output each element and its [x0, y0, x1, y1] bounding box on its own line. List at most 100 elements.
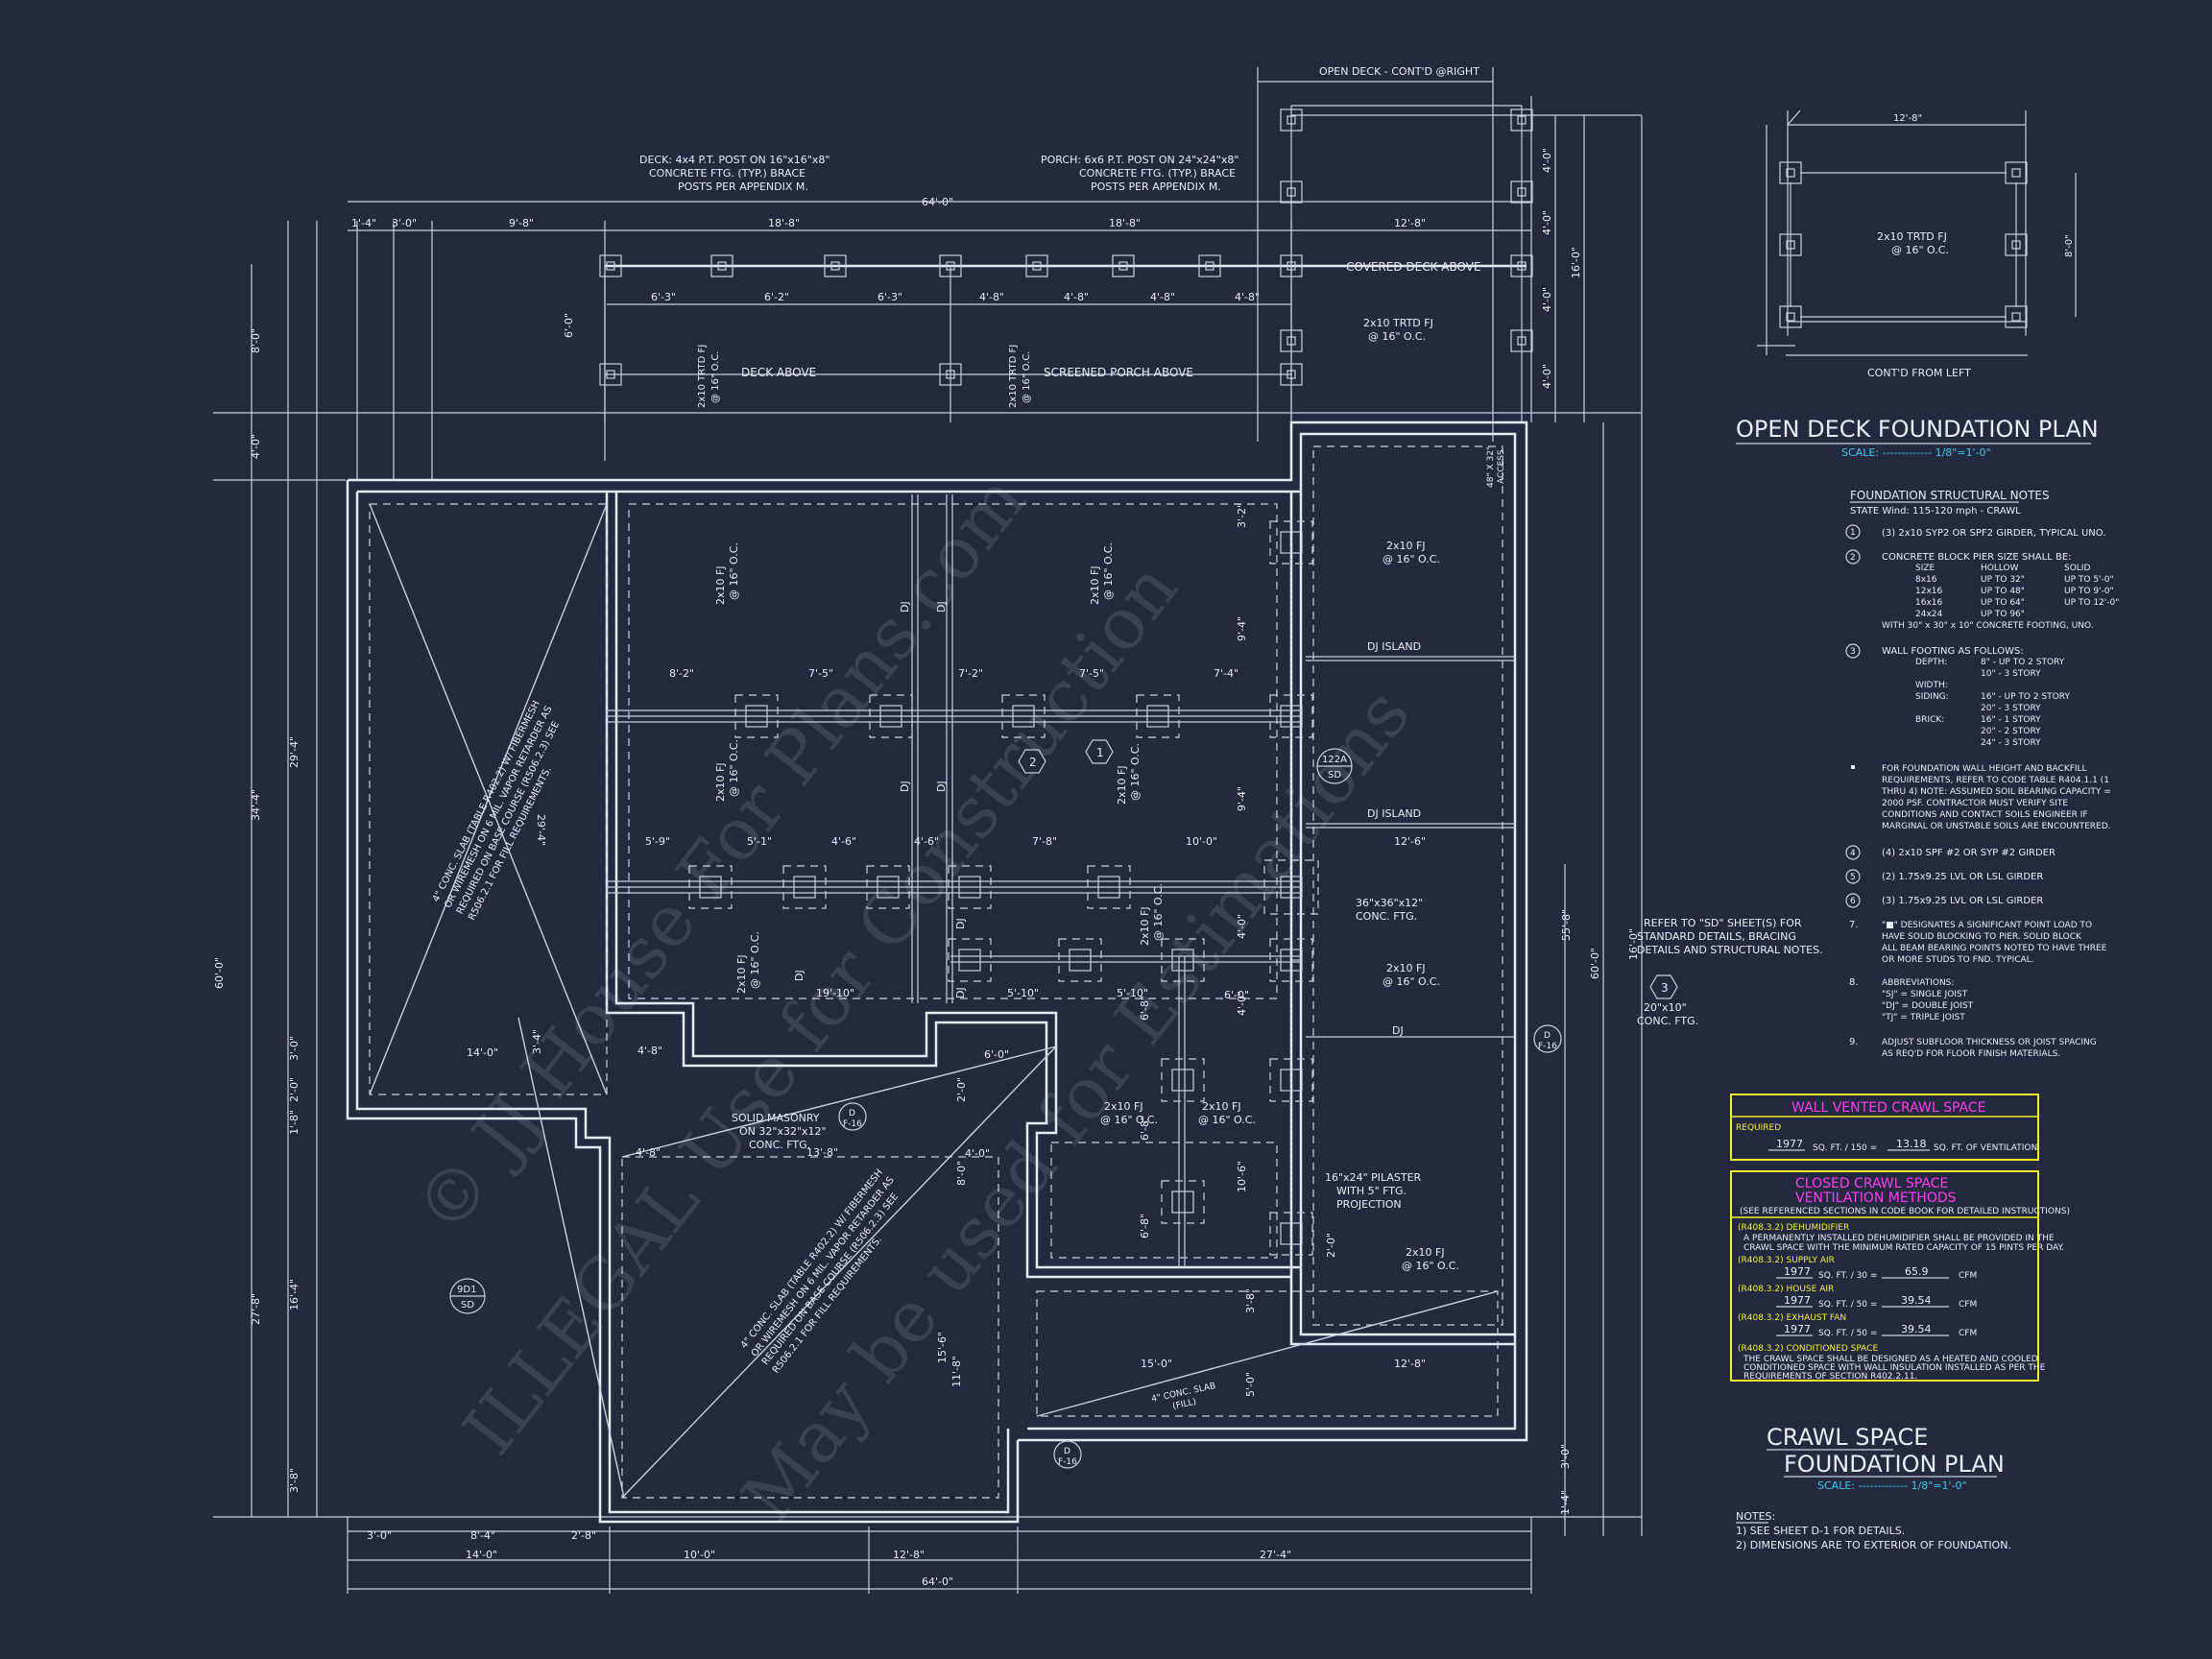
note-4-num: 4 — [1850, 849, 1856, 858]
note-6: 6 (3) 1.75x9.25 LVL OR LSL GIRDER — [1845, 893, 2043, 908]
fj-label-7b: @ 16" O.C. — [1382, 553, 1440, 565]
fj-label-3b: @ 16" O.C. — [728, 739, 740, 797]
detail-d-right-text: D — [1544, 1031, 1551, 1041]
open-deck-scale: SCALE: ------------- 1/8"=1'-0" — [1841, 446, 1991, 459]
pier-row-1-hollow: UP TO 48" — [1981, 587, 2025, 596]
deck-joist-2: @ 16" O.C. — [710, 351, 721, 404]
section-122a-text: 122A — [1322, 755, 1347, 765]
solid-masonry-1: SOLID MASONRY — [732, 1112, 820, 1124]
fj-label-6b: @ 16" O.C. — [1152, 883, 1165, 941]
dim-int-24: 19'-10" — [816, 987, 854, 999]
dim-right-2: 16'-0" — [1627, 928, 1640, 960]
dim-bottom-overall: 64'-0" — [922, 1575, 953, 1588]
closed-crawl-box: CLOSED CRAWL SPACE VENTILATION METHODS (… — [1730, 1170, 2070, 1382]
fj-label-10a: 2x10 FJ — [1202, 1100, 1241, 1113]
section-callout-122a: 122A SD — [1316, 748, 1353, 784]
dim-right-top-2: 4'-0" — [1541, 287, 1553, 312]
m2-cfm: CFM — [1959, 1271, 1977, 1281]
fj-label-4b: @ 16" O.C. — [1129, 743, 1142, 801]
dim-int-12: 5'-0" — [1244, 1372, 1257, 1397]
porch-joist-1: 2x10 TRTD FJ — [1008, 345, 1019, 408]
dim-int-26: 5'-10" — [1117, 987, 1148, 999]
dim-int-19: 4'-8" — [637, 1045, 662, 1057]
porch-post-note-3: POSTS PER APPENDIX M. — [1091, 180, 1221, 193]
dim-left-4: 60'-0" — [213, 957, 226, 989]
pilaster-3: PROJECTION — [1336, 1198, 1402, 1211]
fj-label-11b: @ 16" O.C. — [1402, 1260, 1459, 1272]
depth-val-1: 8" - UP TO 2 STORY — [1981, 658, 2065, 667]
open-deck-contd-left: CONT'D FROM LEFT — [1867, 367, 1971, 379]
pilaster-2: WITH 5" FTG. — [1336, 1185, 1407, 1197]
dim-int-6: 6'-8" — [1139, 996, 1151, 1021]
dim-top-2: 9'-8" — [509, 217, 534, 229]
porch-post-note-2: CONCRETE FTG. (TYP.) BRACE — [1079, 167, 1236, 180]
fj-label-2a: 2x10 FJ — [1089, 565, 1101, 605]
m4-val: 39.54 — [1901, 1323, 1932, 1335]
detail-callout-d-right: D F-16 — [1533, 1024, 1562, 1053]
detail-f16-mid-text: F-16 — [843, 1119, 862, 1129]
dim-int-9: 10'-6" — [1236, 1161, 1248, 1192]
note-8-text: ABBREVIATIONS: — [1882, 978, 1954, 988]
dim-int-11: 3'-8" — [1244, 1288, 1257, 1313]
section-sd-text: SD — [1328, 770, 1341, 781]
dim-int-25: 5'-10" — [1007, 987, 1039, 999]
dim-beam2-2: 4'-6" — [831, 835, 856, 848]
dim-bottom2-1: 10'-0" — [684, 1549, 715, 1561]
m2-val: 65.9 — [1905, 1265, 1929, 1278]
refer-sd-2: STANDARD DETAILS, BRACING — [1637, 930, 1796, 943]
note-bullet: FOR FOUNDATION WALL HEIGHT AND BACKFILL … — [1851, 764, 2111, 831]
pier-head-solid: SOLID — [2064, 564, 2090, 573]
dim-left-6: 2'-0" — [288, 1077, 301, 1102]
note-7-line-4: OR MORE STUDS TO FND. TYPICAL. — [1882, 955, 2034, 965]
note-5: 5 (2) 1.75x9.25 LVL OR LSL GIRDER — [1845, 869, 2043, 884]
dim-right-1: 55'-8" — [1560, 909, 1573, 941]
dj-label-4: DJ — [935, 781, 948, 792]
ftg-36-1: 36"x36"x12" — [1356, 897, 1423, 909]
dim-int-10: 2'-0" — [1325, 1233, 1337, 1258]
dim-beam2-4: 7'-8" — [1032, 835, 1057, 848]
siding-val-1: 16" - UP TO 2 STORY — [1981, 692, 2070, 702]
dim-left-10: 3'-8" — [288, 1468, 301, 1493]
wall-vented-title: WALL VENTED CRAWL SPACE — [1791, 1100, 1985, 1116]
abbr-2: "DJ" = DOUBLE JOIST — [1882, 1001, 1974, 1011]
fj-label-2b: @ 16" O.C. — [1102, 542, 1115, 600]
dim-right-top-1: 4'-0" — [1541, 210, 1553, 235]
dj-label-2: DJ — [935, 601, 948, 613]
access-1: 48" X 32" — [1486, 446, 1496, 488]
abbr-3: "TJ" = TRIPLE JOIST — [1882, 1013, 1965, 1022]
dim-left-1: 4'-0" — [250, 434, 262, 459]
dim-int-28: 12'-8" — [1394, 1358, 1426, 1370]
callout-2: 2 — [1018, 749, 1046, 774]
bullet-note-3: THRU 4) NOTE: ASSUMED SOIL BEARING CAPAC… — [1881, 787, 2111, 797]
note-6-num: 6 — [1850, 897, 1856, 906]
dim-int-5: 6'-0" — [1224, 989, 1249, 1001]
note-7-line-2: HAVE SOLID BLOCKING TO PIER. SOLID BLOCK — [1882, 932, 2082, 942]
crawl-space-title: CRAWL SPACE FOUNDATION PLAN SCALE: -----… — [1767, 1424, 2005, 1492]
fj-label-1a: 2x10 FJ — [714, 565, 727, 605]
brick-label: BRICK: — [1915, 715, 1944, 725]
dim-left-5: 3'-0" — [288, 1036, 301, 1061]
deck-above: DECK ABOVE — [741, 366, 816, 379]
dim-int-23: 6'-0" — [984, 1048, 1009, 1061]
fj-label-8a: 2x10 FJ — [1386, 962, 1426, 974]
fj-label-7a: 2x10 FJ — [1386, 540, 1426, 552]
fj-label-5a: 2x10 FJ — [735, 954, 748, 994]
fj-label-11a: 2x10 FJ — [1406, 1246, 1445, 1259]
dim-int-22: 4'-0" — [965, 1147, 990, 1160]
m3-label: (R408.3.2) HOUSE AIR — [1738, 1285, 1834, 1294]
fj-label-3a: 2x10 FJ — [714, 762, 727, 802]
dim-beam1-0: 8'-2" — [669, 667, 694, 680]
open-deck-contd-right: OPEN DECK - CONT'D @RIGHT — [1319, 65, 1479, 78]
structural-notes: FOUNDATION STRUCTURAL NOTES STATE Wind: … — [1845, 489, 2119, 1059]
dim-top-3: 18'-8" — [768, 217, 800, 229]
crawl-title-line-1: CRAWL SPACE — [1767, 1424, 1928, 1451]
dj-label-7: DJ — [793, 970, 805, 981]
dim-top-1: 3'-0" — [392, 217, 417, 229]
fj-label-9a: 2x10 FJ — [1104, 1100, 1143, 1113]
dim-top-5: 12'-8" — [1394, 217, 1426, 229]
pilaster-1: 16"x24" PILASTER — [1325, 1171, 1422, 1184]
detail-callout-d-mid: D F-16 — [838, 1102, 867, 1131]
conc-ftg-20-1: 20"x10" — [1644, 1001, 1687, 1014]
section-9d1-text: 9D1 — [457, 1285, 476, 1295]
